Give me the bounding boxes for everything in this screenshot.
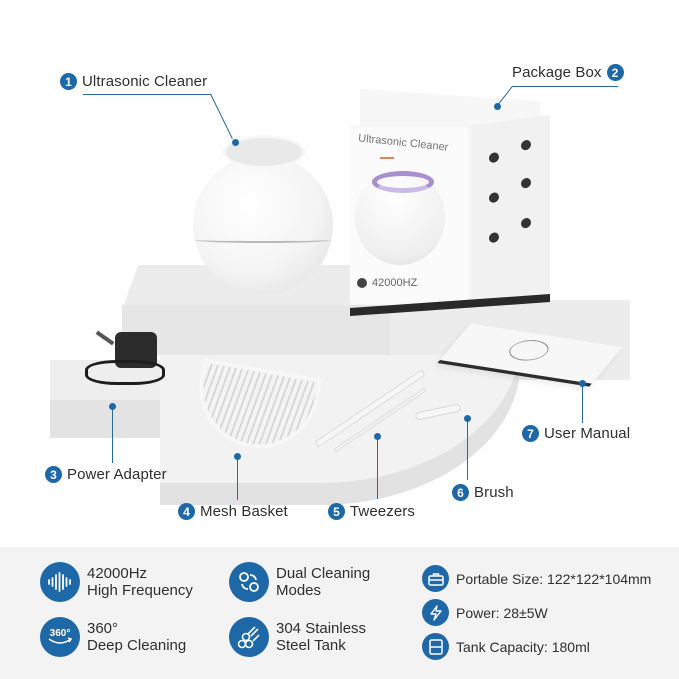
spec-portable-size: Portable Size: 122*122*104mm <box>422 565 651 592</box>
box-frequency-label: 42000HZ <box>372 277 418 289</box>
feature-text: 304 Stainless Steel Tank <box>276 620 367 654</box>
callout-mesh-basket: 4 Mesh Basket <box>178 503 288 520</box>
briefcase-icon <box>422 565 449 592</box>
feature-high-frequency: 42000Hz High Frequency <box>40 562 193 602</box>
callout-brush: 6 Brush <box>452 484 514 501</box>
leader-dot <box>464 415 471 422</box>
callout-number-badge: 1 <box>60 73 77 90</box>
callout-number-badge: 7 <box>522 425 539 442</box>
box-title: Ultrasonic Cleaner <box>357 132 449 154</box>
dual-mode-cycle-icon <box>229 562 269 602</box>
leader-line <box>112 406 113 463</box>
leader-line <box>512 86 618 87</box>
callout-tweezers: 5 Tweezers <box>328 503 415 520</box>
360-rotation-icon: 360° <box>40 617 80 657</box>
feature-text: 42000Hz High Frequency <box>87 565 193 599</box>
lightning-bolt-icon <box>422 599 449 626</box>
leader-line <box>467 418 468 480</box>
tank-icon <box>422 633 449 660</box>
power-adapter <box>85 330 175 390</box>
feature-spec-panel: 42000Hz High Frequency 360° 360° Deep Cl… <box>0 547 679 679</box>
callout-number-badge: 3 <box>45 466 62 483</box>
leader-dot <box>234 453 241 460</box>
svg-text:360°: 360° <box>50 628 71 639</box>
callout-ultrasonic-cleaner: 1 Ultrasonic Cleaner <box>60 73 207 90</box>
callout-number-badge: 6 <box>452 484 469 501</box>
leader-dot <box>579 380 586 387</box>
callout-number-badge: 4 <box>178 503 195 520</box>
leader-dot <box>109 403 116 410</box>
callout-label: Tweezers <box>350 503 415 520</box>
feature-dual-cleaning-modes: Dual Cleaning Modes <box>229 562 370 602</box>
leader-line <box>210 93 233 139</box>
callout-label: Power Adapter <box>67 466 167 483</box>
leader-line <box>237 456 238 500</box>
feature-360-deep-cleaning: 360° 360° Deep Cleaning <box>40 617 186 657</box>
callout-number-badge: 5 <box>328 503 345 520</box>
product-scene: Ultrasonic Cleaner 42000HZ <box>45 64 631 520</box>
callout-label: User Manual <box>544 425 631 442</box>
feature-text: Dual Cleaning Modes <box>276 565 371 599</box>
callout-power-adapter: 3 Power Adapter <box>45 466 167 483</box>
feature-text: 360° Deep Cleaning <box>87 620 187 654</box>
package-box: Ultrasonic Cleaner 42000HZ <box>345 88 555 316</box>
callout-label: Brush <box>474 484 514 501</box>
feature-stainless-steel-tank: 304 Stainless Steel Tank <box>229 617 366 657</box>
leader-line <box>377 436 378 499</box>
steel-pipes-icon <box>229 617 269 657</box>
leader-line <box>582 383 583 423</box>
callout-package-box: Package Box 2 <box>512 64 624 81</box>
callout-label: Package Box <box>512 64 602 81</box>
callout-user-manual: 7 User Manual <box>522 425 630 442</box>
spec-tank-capacity: Tank Capacity: 180ml <box>422 633 590 660</box>
callout-label: Mesh Basket <box>200 503 288 520</box>
spec-power: Power: 28±5W <box>422 599 548 626</box>
leader-dot <box>374 433 381 440</box>
leader-dot <box>494 103 501 110</box>
sound-wave-icon <box>40 562 80 602</box>
pedestal-back <box>121 265 409 355</box>
leader-line <box>83 94 211 95</box>
ultrasonic-cleaner-device <box>183 135 343 300</box>
callout-label: Ultrasonic Cleaner <box>82 73 208 90</box>
frequency-badge-icon <box>357 278 367 288</box>
leader-dot <box>232 139 239 146</box>
callout-number-badge: 2 <box>606 64 624 81</box>
